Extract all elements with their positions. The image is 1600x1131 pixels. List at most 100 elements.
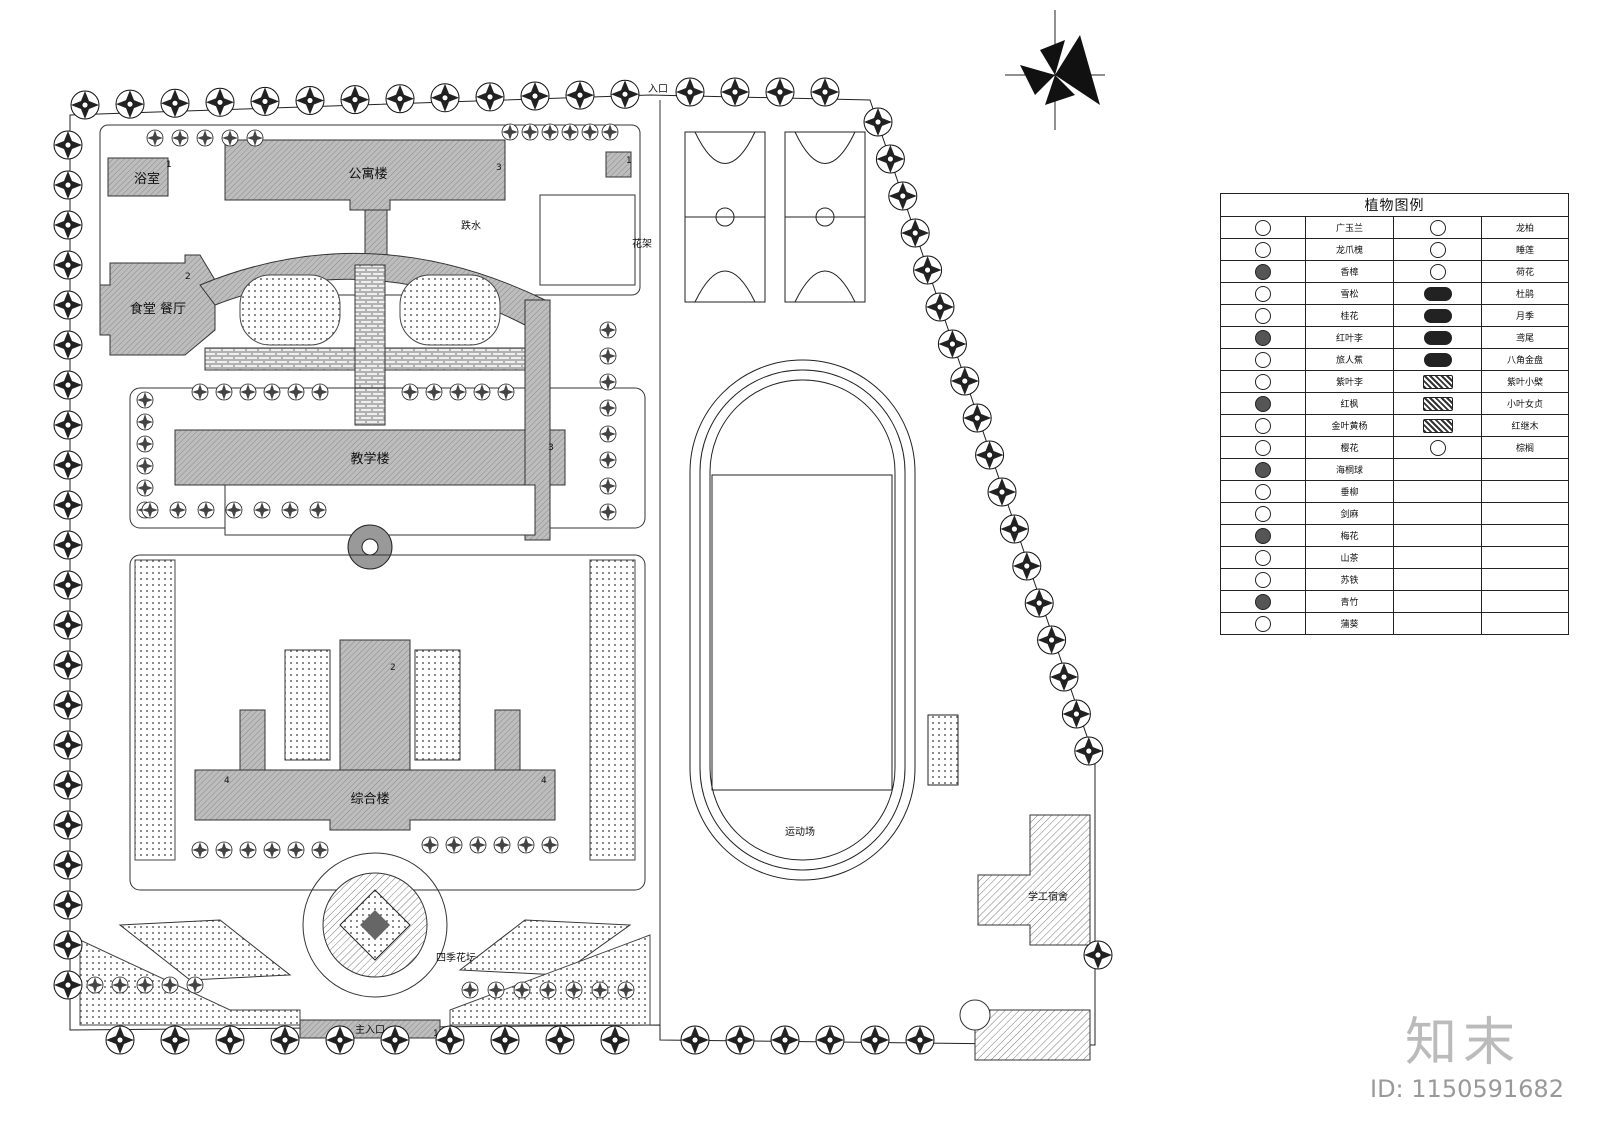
shrub-icon <box>501 123 519 141</box>
tree-icon <box>1037 625 1067 655</box>
shrub-icon <box>513 981 531 999</box>
tree-icon <box>53 370 83 400</box>
legend-right-name: 棕榈 <box>1481 436 1569 459</box>
tree-icon <box>250 86 280 116</box>
legend-symbol-icon <box>1423 286 1452 301</box>
shrub-icon <box>599 399 617 417</box>
shrub-icon <box>191 383 209 401</box>
legend-right-name: 紫叶小檗 <box>1481 370 1569 393</box>
bath-number: 1 <box>166 160 172 170</box>
tree-icon <box>53 930 83 960</box>
shrub-icon <box>497 383 515 401</box>
tree-icon <box>810 77 840 107</box>
legend-symbol-icon <box>1255 571 1271 588</box>
shrub-icon <box>617 981 635 999</box>
legend-symbol-icon <box>1255 549 1271 566</box>
legend-symbol-icon <box>1255 263 1271 280</box>
bath-building <box>107 157 169 197</box>
legend-left-name: 樱花 <box>1305 436 1394 459</box>
shrub-icon <box>445 836 463 854</box>
tree-icon <box>53 210 83 240</box>
legend-left-name: 龙爪槐 <box>1305 238 1394 261</box>
tree-icon <box>340 85 370 115</box>
tree-icon <box>675 77 705 107</box>
legend-symbol-icon <box>1422 374 1453 389</box>
shrub-icon <box>517 836 535 854</box>
tree-icon <box>53 170 83 200</box>
tree-icon <box>888 181 918 211</box>
legend-left-name: 苏铁 <box>1305 568 1394 591</box>
tree-icon <box>950 366 980 396</box>
legend-right-name: 杜鹃 <box>1481 282 1569 305</box>
tree-icon <box>295 86 325 115</box>
shrub-icon <box>263 383 281 401</box>
south-building <box>974 1009 1091 1061</box>
teaching-forecourt <box>224 484 536 536</box>
legend-left-name: 垂柳 <box>1305 480 1394 503</box>
tree-icon <box>1083 940 1113 970</box>
shrub-icon <box>246 129 264 147</box>
tree-icon <box>160 1025 190 1055</box>
complex-label: 综合楼 <box>350 792 389 807</box>
teaching-number: 3 <box>548 443 554 453</box>
tree-icon <box>905 1025 935 1055</box>
parterre-west <box>284 649 331 761</box>
tree-icon <box>70 90 100 120</box>
legend-symbol-icon <box>1423 330 1452 345</box>
shrub-icon <box>311 383 329 401</box>
image-id-text: ID: 1150591682 <box>1370 1075 1564 1103</box>
shrub-icon <box>599 373 617 391</box>
legend-left-name: 雪松 <box>1305 282 1394 305</box>
shrub-icon <box>539 981 557 999</box>
site-boundary <box>69 94 1096 1046</box>
tree-icon <box>53 450 83 480</box>
tree-icon <box>720 77 750 107</box>
running-track <box>689 359 916 881</box>
tree-icon <box>1074 736 1104 766</box>
legend-symbol-icon <box>1255 461 1271 478</box>
shrub-icon <box>136 391 154 409</box>
legend-symbol-icon <box>1255 373 1271 390</box>
shrub-icon <box>225 501 243 519</box>
tree-icon <box>1024 588 1054 618</box>
basketball-courts <box>684 131 866 303</box>
legend-right-name: 睡莲 <box>1481 238 1569 261</box>
legend-left-name: 金叶黄杨 <box>1305 414 1394 437</box>
legend-symbol-icon <box>1422 418 1453 433</box>
complex-building <box>194 769 556 831</box>
tree-icon <box>53 490 83 520</box>
tree-icon <box>913 255 943 285</box>
rack-label: 花架 <box>632 237 652 250</box>
tree-icon <box>815 1025 845 1055</box>
shrub-icon <box>469 836 487 854</box>
four-seasons-garden <box>302 852 448 998</box>
tree-icon <box>380 1025 410 1055</box>
legend-left-name: 青竹 <box>1305 590 1394 613</box>
shrub-icon <box>311 841 329 859</box>
tree-icon <box>385 84 415 114</box>
shrub-icon <box>186 976 204 994</box>
shrub-icon <box>136 457 154 475</box>
canteen-number: 2 <box>185 272 191 282</box>
dorm-label: 公寓楼 <box>348 166 387 182</box>
legend-title: 植物图例 <box>1220 193 1569 217</box>
shrub-icon <box>171 129 189 147</box>
shrub-icon <box>136 413 154 431</box>
legend-right-name: 龙柏 <box>1481 216 1569 239</box>
shrub-icon <box>493 836 511 854</box>
garden-label: 四季花坛 <box>436 951 476 964</box>
legend-left-name: 蒲葵 <box>1305 612 1394 635</box>
shrub-icon <box>169 501 187 519</box>
legend-symbol-icon <box>1255 593 1271 610</box>
shrub-icon <box>136 976 154 994</box>
staff-dorm-label: 学工宿舍 <box>1028 890 1068 903</box>
legend-symbol-icon <box>1255 483 1271 500</box>
shrub-icon <box>287 841 305 859</box>
legend-symbol-icon <box>1255 527 1271 544</box>
shrub-icon <box>253 501 271 519</box>
shrub-icon <box>136 479 154 497</box>
tree-icon <box>53 530 83 560</box>
legend-left-name: 桂花 <box>1305 304 1394 327</box>
se-lawn <box>449 934 651 1026</box>
